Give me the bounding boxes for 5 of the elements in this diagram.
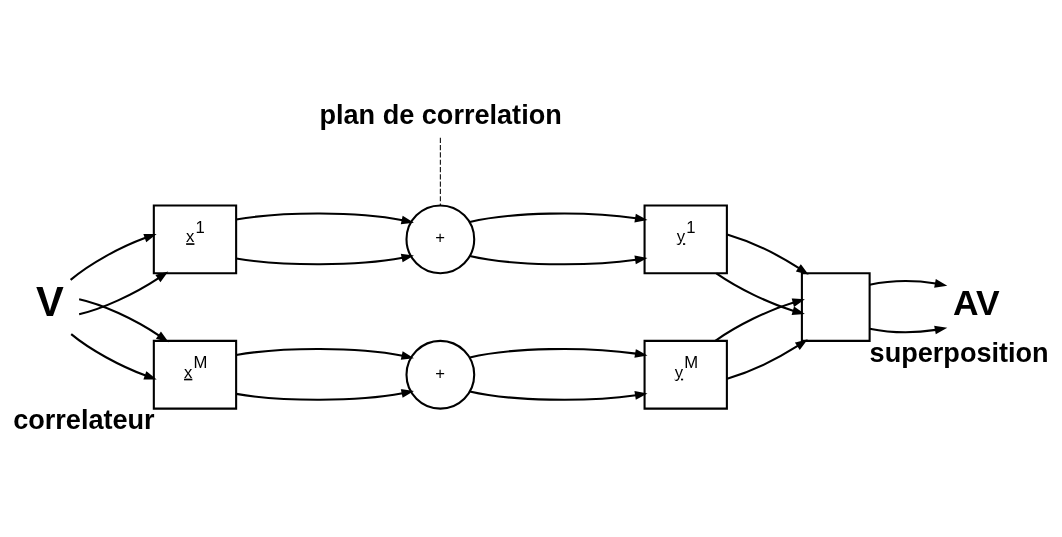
label: plan de correlation bbox=[319, 98, 562, 130]
node-label: correlateur bbox=[13, 403, 155, 435]
node-label: superposition bbox=[869, 336, 1049, 368]
node-text: AV bbox=[952, 282, 1000, 323]
node-text: V bbox=[36, 277, 64, 325]
